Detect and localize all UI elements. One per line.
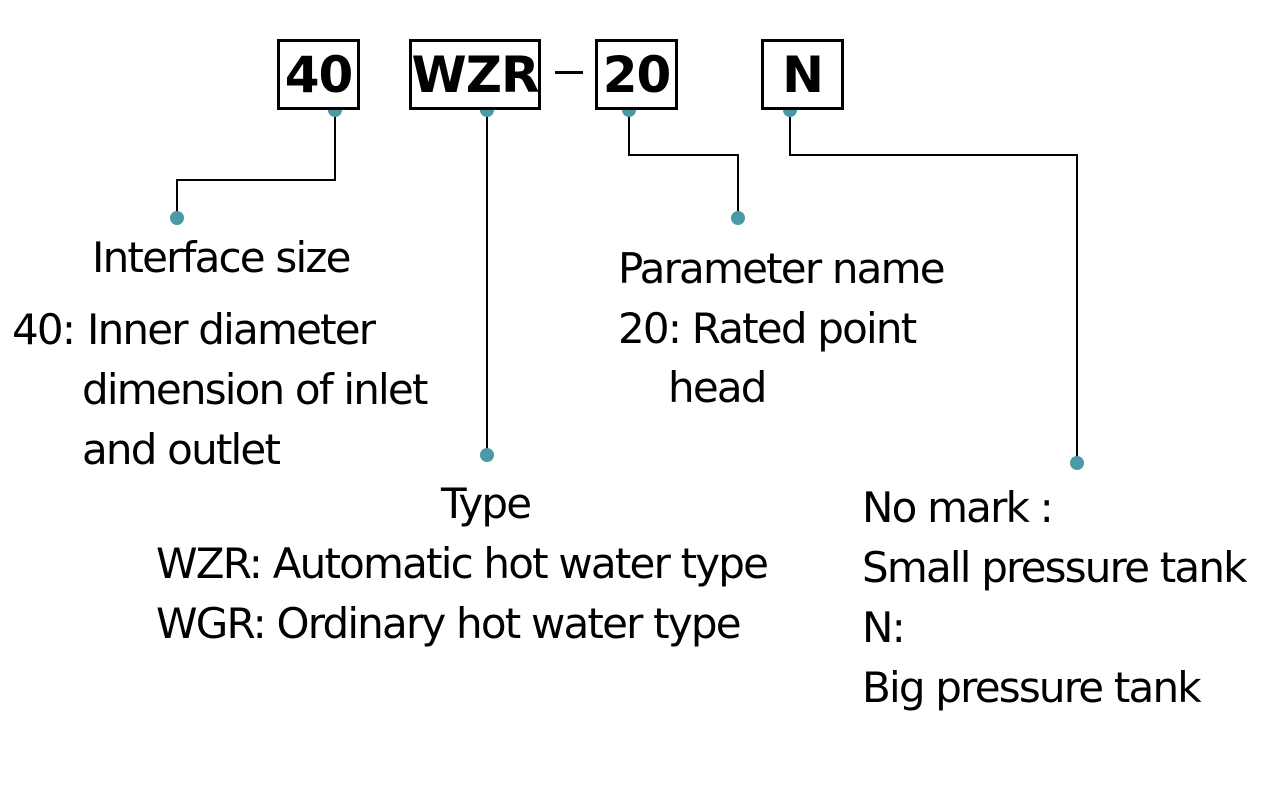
tank-line-2: Small pressure tank: [862, 543, 1248, 592]
interface-prefix: 40:: [12, 305, 76, 354]
type-title: Type: [441, 479, 532, 528]
interface-line-2: dimension of inlet: [82, 365, 428, 414]
tank-line-4: Big pressure tank: [862, 663, 1202, 712]
dot-type-label: [480, 448, 494, 462]
parameter-line-2: head: [668, 363, 767, 412]
dot-tank-label: [1070, 456, 1084, 470]
type-line-1: WZR: Automatic hot water type: [156, 539, 769, 588]
connector-interface: [176, 110, 336, 218]
dot-parameter-label: [731, 211, 745, 225]
code-box-param: 20: [595, 39, 678, 110]
interface-line-1: Inner diameter: [87, 305, 376, 354]
code-separator: [555, 71, 583, 74]
tank-line-1: No mark :: [862, 483, 1054, 532]
code-box-size: 40: [277, 39, 360, 110]
parameter-line-1: 20: Rated point: [618, 304, 917, 353]
dot-interface-label: [170, 211, 184, 225]
interface-line-3: and outlet: [82, 425, 281, 474]
code-box-tank: N: [761, 39, 844, 110]
tank-line-3: N:: [862, 603, 906, 652]
interface-title: Interface size: [92, 233, 351, 282]
parameter-title: Parameter name: [618, 244, 946, 293]
connector-parameter: [628, 110, 739, 218]
code-box-type: WZR: [409, 39, 541, 110]
connector-tank: [789, 110, 1078, 463]
type-line-2: WGR: Ordinary hot water type: [156, 599, 742, 648]
